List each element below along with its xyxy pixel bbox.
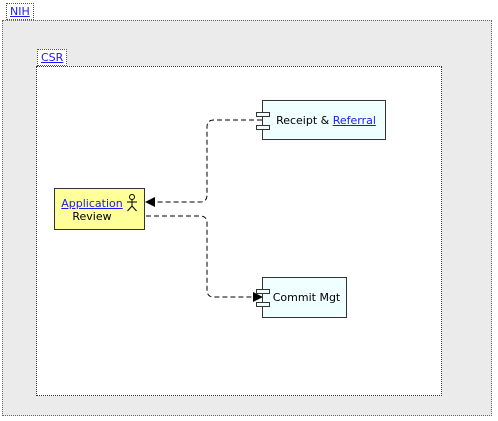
nih-frame-label: NIH bbox=[6, 3, 34, 20]
actor-label-rest: Review bbox=[72, 210, 112, 223]
receipt-label-prefix: Receipt & bbox=[276, 113, 333, 127]
component-icon bbox=[256, 112, 270, 117]
component-icon bbox=[256, 289, 270, 294]
nih-link[interactable]: NIH bbox=[10, 5, 30, 18]
component-icon bbox=[256, 125, 270, 130]
component-icon bbox=[256, 302, 270, 307]
referral-link[interactable]: Referral bbox=[332, 113, 376, 127]
commit-mgt-component[interactable]: Commit Mgt bbox=[256, 277, 347, 318]
edge-receipt-to-actor bbox=[145, 119, 262, 207]
csr-link[interactable]: CSR bbox=[41, 51, 64, 64]
receipt-label: Receipt & Referral bbox=[271, 101, 381, 139]
application-link[interactable]: Application bbox=[61, 197, 123, 210]
application-review-actor[interactable]: Application Review bbox=[54, 188, 145, 230]
commit-label: Commit Mgt bbox=[272, 291, 341, 304]
receipt-referral-component[interactable]: Receipt & Referral bbox=[256, 100, 386, 140]
edge-actor-to-commit bbox=[146, 215, 263, 302]
stick-figure-icon bbox=[127, 194, 137, 212]
actor-label: Application Review bbox=[55, 197, 129, 223]
csr-frame-label: CSR bbox=[37, 49, 68, 66]
